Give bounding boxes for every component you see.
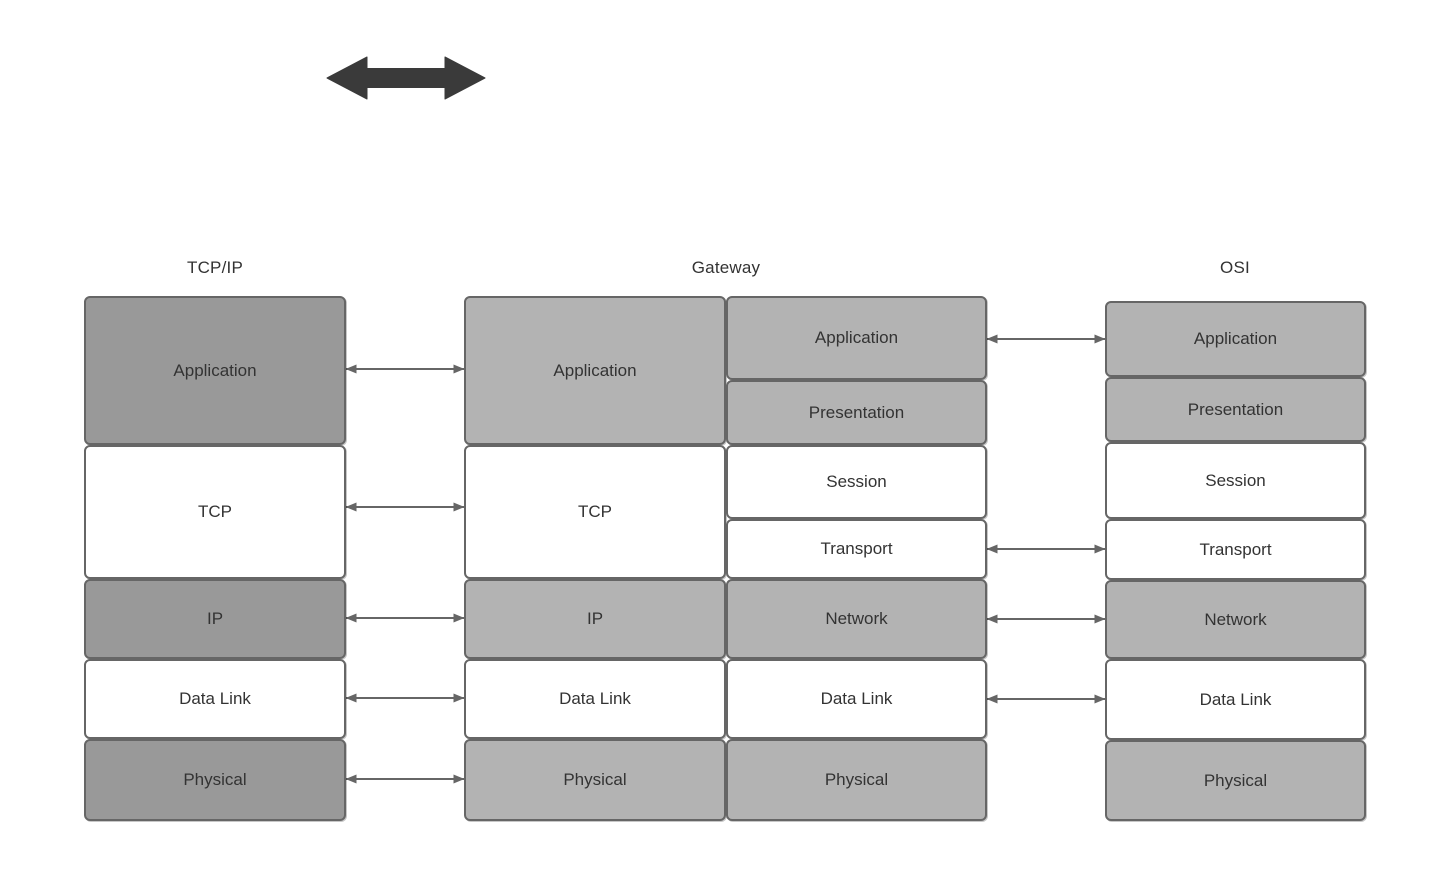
- layer-label: Application: [1193, 329, 1278, 348]
- layer-box-gateway-left-tcp[interactable]: TCP: [464, 445, 726, 579]
- layer-label: IP: [206, 609, 224, 628]
- layer-box-gateway-left-data-link[interactable]: Data Link: [464, 659, 726, 739]
- layer-box-osi-network[interactable]: Network: [1105, 580, 1366, 659]
- layer-label: Session: [826, 472, 887, 491]
- layer-label: Presentation: [1187, 399, 1284, 419]
- layer-box-osi-data-link[interactable]: Data Link: [1105, 659, 1366, 740]
- layer-label: TCP: [578, 502, 612, 521]
- layer-box-gateway-right-presentation[interactable]: Presentation: [726, 380, 987, 445]
- layer-label: IP: [586, 609, 604, 628]
- layer-box-gateway-right-transport[interactable]: Transport: [726, 519, 987, 579]
- layer-box-tcpip-physical[interactable]: Physical: [84, 739, 346, 821]
- layer-label: Application: [814, 328, 899, 347]
- layer-label: Physical: [183, 770, 247, 789]
- layer-label: TCP: [198, 502, 232, 521]
- layer-label: Physical: [824, 770, 889, 789]
- layer-label: Physical: [563, 770, 627, 789]
- layer-box-gateway-right-application[interactable]: Application: [726, 296, 987, 380]
- layer-label: Transport: [1199, 539, 1272, 559]
- layer-box-osi-application[interactable]: Application: [1105, 301, 1366, 377]
- bidirectional-arrow-icon: [326, 56, 486, 100]
- layer-label: Data Link: [1199, 689, 1272, 709]
- layer-label: Network: [1204, 609, 1267, 629]
- layer-box-gateway-right-session[interactable]: Session: [726, 445, 987, 519]
- column-title-tcpip: TCP/IP: [187, 258, 243, 277]
- column-title-osi: OSI: [1220, 258, 1250, 277]
- layer-box-osi-transport[interactable]: Transport: [1105, 519, 1366, 580]
- layer-box-osi-session[interactable]: Session: [1105, 442, 1366, 519]
- layer-box-tcpip-tcp[interactable]: TCP: [84, 445, 346, 579]
- layer-box-osi-presentation[interactable]: Presentation: [1105, 377, 1366, 442]
- layer-box-tcpip-ip[interactable]: IP: [84, 579, 346, 659]
- layer-box-gateway-left-physical[interactable]: Physical: [464, 739, 726, 821]
- layer-box-gateway-right-physical[interactable]: Physical: [726, 739, 987, 821]
- layer-box-gateway-left-ip[interactable]: IP: [464, 579, 726, 659]
- layer-box-gateway-left-application[interactable]: Application: [464, 296, 726, 445]
- layer-label: Data Link: [559, 689, 631, 708]
- layer-label: Data Link: [820, 689, 893, 708]
- layer-label: Application: [173, 360, 257, 380]
- layer-label: Data Link: [179, 689, 251, 708]
- layer-box-tcpip-data-link[interactable]: Data Link: [84, 659, 346, 739]
- layer-box-gateway-right-data-link[interactable]: Data Link: [726, 659, 987, 739]
- layer-box-osi-physical[interactable]: Physical: [1105, 740, 1366, 821]
- column-title-gateway-left: Gateway: [691, 258, 761, 277]
- layer-box-gateway-right-network[interactable]: Network: [726, 579, 987, 659]
- layer-label: Network: [825, 609, 888, 628]
- layer-box-tcpip-application[interactable]: Application: [84, 296, 346, 445]
- layer-label: Session: [1205, 470, 1266, 490]
- layer-label: Presentation: [808, 402, 905, 422]
- layer-label: Physical: [1203, 770, 1268, 790]
- layer-label: Transport: [820, 539, 893, 558]
- layer-label: Application: [553, 360, 637, 380]
- top-arrow-container: [320, 48, 492, 113]
